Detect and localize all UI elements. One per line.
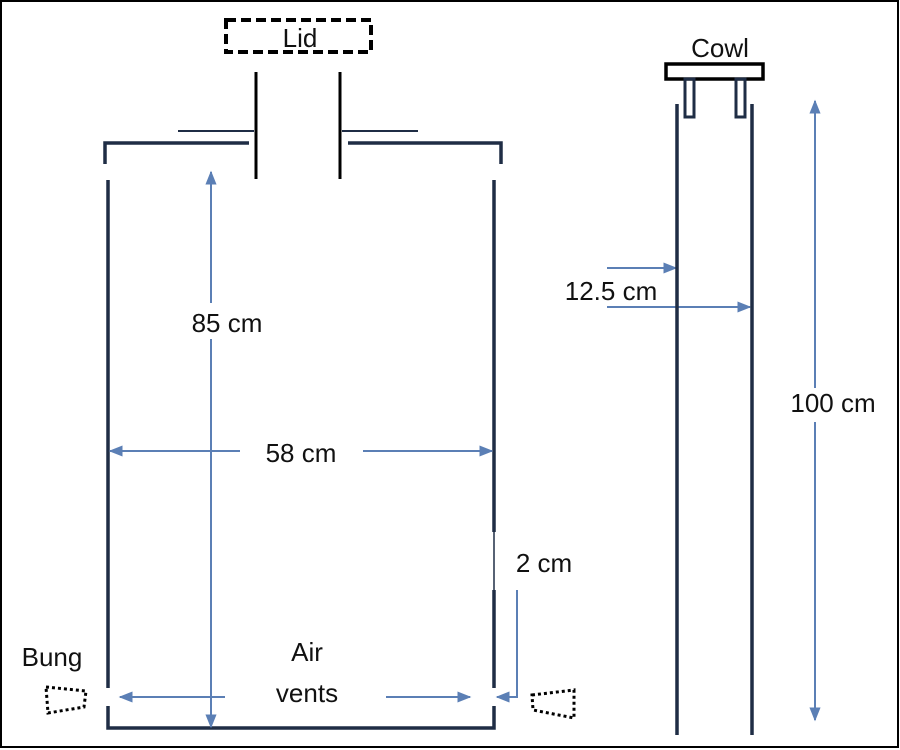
vent-pipe xyxy=(664,62,765,735)
cowl-label: Cowl xyxy=(691,33,749,63)
lid: Lid xyxy=(224,18,373,54)
bung-label: Bung xyxy=(22,642,83,672)
air-vents-label-line1: Air xyxy=(291,637,323,667)
gap-2cm-label: 2 cm xyxy=(516,548,572,578)
container xyxy=(103,72,503,730)
gap-2cm-arrow xyxy=(495,590,518,703)
width-58-label: 58 cm xyxy=(266,438,337,468)
cowl xyxy=(664,62,765,81)
diameter-label: 12.5 cm xyxy=(565,276,658,306)
dimension-arrows xyxy=(108,99,821,729)
bung-left xyxy=(44,685,88,715)
lid-label: Lid xyxy=(283,23,318,53)
height-100-label: 100 cm xyxy=(790,388,875,418)
bung-right xyxy=(530,688,576,720)
height-85-label: 85 cm xyxy=(192,308,263,338)
air-vents-label-line2: vents xyxy=(276,678,338,708)
